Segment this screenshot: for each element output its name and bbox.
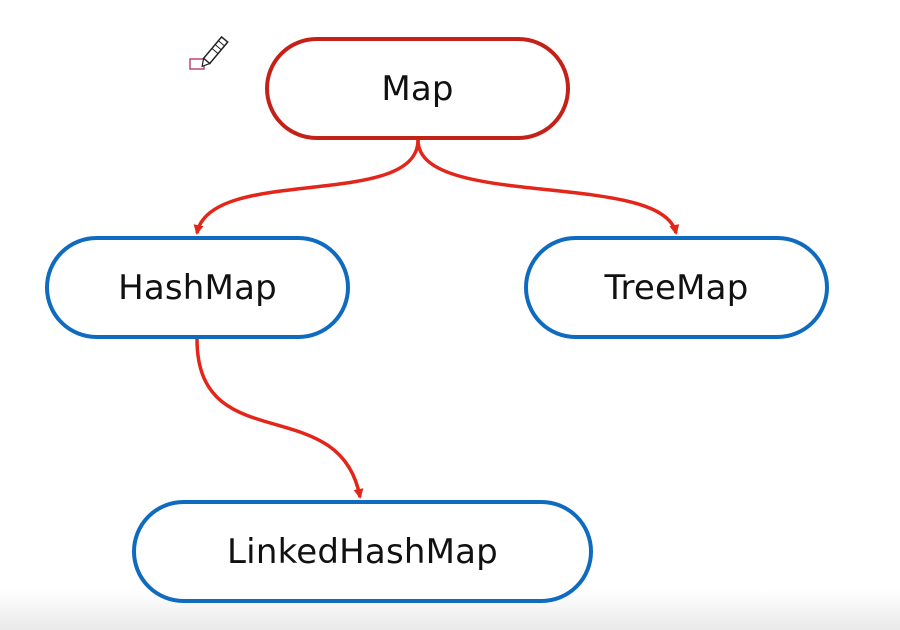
linkedhashmap-node: LinkedHashMap [132,500,593,603]
map-node: Map [265,37,570,140]
pen-eraser-icon [189,35,229,70]
treemap-node-label: TreeMap [604,267,749,308]
linkedhashmap-node-label: LinkedHashMap [227,531,498,572]
edge-map-to-hashmap [193,139,420,235]
hashmap-node: HashMap [45,236,350,339]
treemap-node: TreeMap [524,236,829,339]
map-node-label: Map [381,68,454,109]
hashmap-node-label: HashMap [118,267,277,308]
edge-map-to-treemap [416,139,680,235]
edge-hashmap-to-linkedhashmap [195,338,364,499]
